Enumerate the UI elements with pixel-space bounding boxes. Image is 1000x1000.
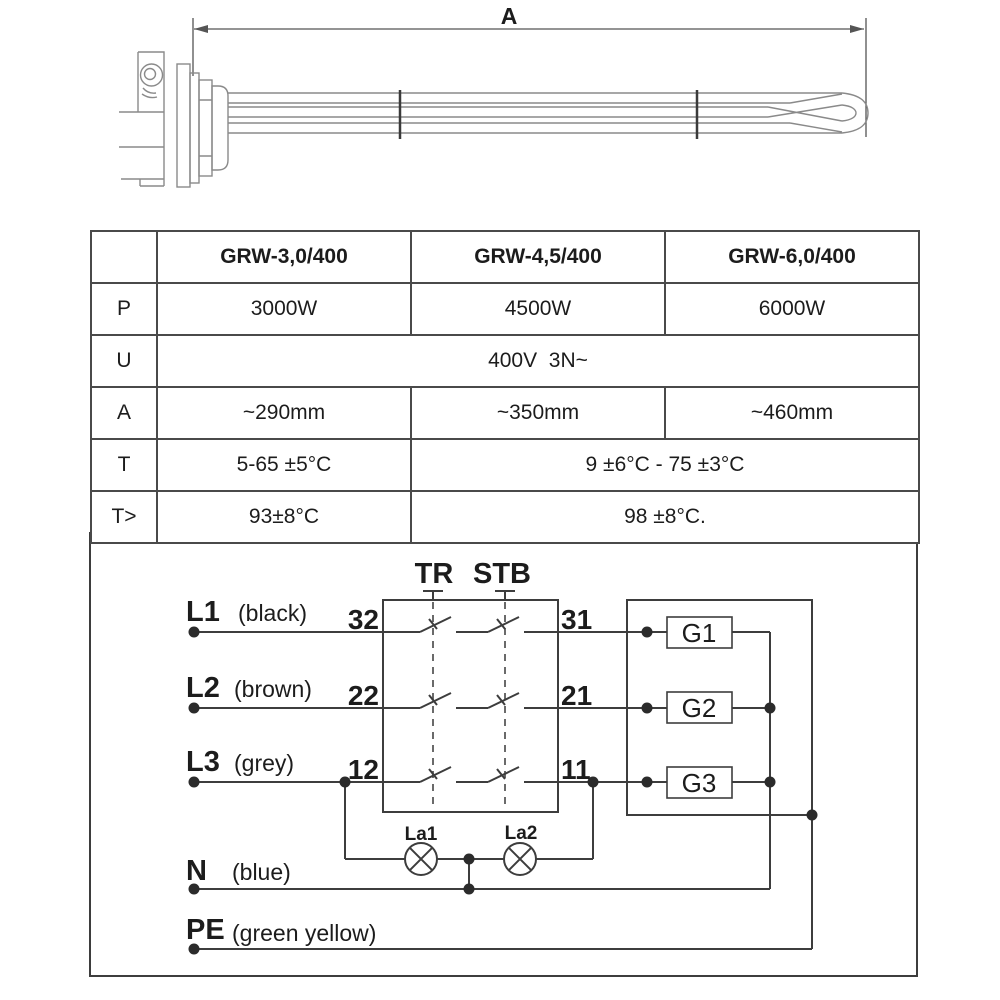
dim-label-a: A [501, 3, 518, 29]
corner-cell [90, 230, 158, 284]
n-wire-color: (blue) [232, 859, 291, 885]
table-row-voltage: U 400V 3N~ [90, 334, 920, 388]
dimension-annotation: A [192, 3, 867, 137]
dim-arrow-right-icon [850, 25, 864, 33]
model-header-2: GRW-4,5/400 [410, 230, 666, 284]
temp-value-1: 5-65 ±5°C [156, 438, 412, 492]
table-row-temp: T 5-65 ±5°C 9 ±6°C - 75 ±3°C [90, 438, 920, 492]
terminal-32: 32 [348, 604, 379, 635]
terminal-22: 22 [348, 680, 379, 711]
la1-label: La1 [405, 824, 438, 845]
temp-limit-value-1: 93±8°C [156, 490, 412, 544]
terminal-12: 12 [348, 754, 379, 785]
la2-label: La2 [505, 823, 538, 844]
heater-head [119, 51, 229, 188]
row-label-a: A [90, 386, 158, 440]
length-value-3: ~460mm [664, 386, 920, 440]
row-label-t: T [90, 438, 158, 492]
length-value-1: ~290mm [156, 386, 412, 440]
power-value-2: 4500W [410, 282, 666, 336]
pe-label: PE [186, 914, 225, 946]
heating-elements-box: G1 G2 G3 [626, 599, 813, 816]
junction-dots [188, 626, 818, 955]
g1-label: G1 [682, 618, 717, 648]
lamp-la1-icon: La1 [404, 824, 438, 876]
dim-arrow-left-icon [194, 25, 208, 33]
heater-drawing: A [119, 3, 869, 188]
tr-label: TR [415, 558, 454, 590]
l1-label: L1 [186, 596, 220, 628]
phase-lines [193, 631, 813, 950]
l1-wire-color: (black) [238, 600, 307, 626]
g2-label: G2 [682, 693, 717, 723]
voltage-value: 400V 3N~ [156, 334, 920, 388]
length-value-2: ~350mm [410, 386, 666, 440]
spec-table: GRW-3,0/400 GRW-4,5/400 GRW-6,0/400 P 30… [90, 230, 920, 544]
heater-tubes [228, 90, 869, 139]
row-label-p: P [90, 282, 158, 336]
l3-label: L3 [186, 746, 220, 778]
model-header-3: GRW-6,0/400 [664, 230, 920, 284]
temp-value-23: 9 ±6°C - 75 ±3°C [410, 438, 920, 492]
pe-wire-color: (green yellow) [232, 920, 376, 946]
terminal-numbers: 32 31 22 21 12 11 [348, 604, 592, 785]
table-row-power: P 3000W 4500W 6000W [90, 282, 920, 336]
stb-label: STB [473, 558, 531, 590]
terminal-31: 31 [561, 604, 592, 635]
g1-box [666, 616, 733, 649]
lamp-la2-icon: La2 [503, 823, 538, 876]
power-value-1: 3000W [156, 282, 412, 336]
l2-label: L2 [186, 672, 220, 704]
row-label-tmax: T> [90, 490, 158, 544]
power-value-3: 6000W [664, 282, 920, 336]
n-label: N [186, 855, 207, 887]
cable-gland-icon [139, 63, 164, 87]
conductor-labels: L1 (black) L2 (brown) L3 (grey) N (blue)… [186, 596, 376, 946]
tr-stb-box: TR STB [382, 558, 559, 813]
temp-limit-value-23: 98 ±8°C. [410, 490, 920, 544]
wiring-diagram: TR STB [89, 532, 918, 977]
l2-wire-color: (brown) [234, 676, 312, 702]
terminal-11: 11 [561, 754, 591, 785]
table-row-length: A ~290mm ~350mm ~460mm [90, 386, 920, 440]
g2-box [666, 691, 733, 724]
g3-box [666, 766, 733, 799]
g3-label: G3 [682, 768, 717, 798]
table-row-temp-limit: T> 93±8°C 98 ±8°C. [90, 490, 920, 544]
table-row-header: GRW-3,0/400 GRW-4,5/400 GRW-6,0/400 [90, 230, 920, 284]
row-label-u: U [90, 334, 158, 388]
model-header-1: GRW-3,0/400 [156, 230, 412, 284]
terminal-21: 21 [561, 680, 592, 711]
l3-wire-color: (grey) [234, 750, 294, 776]
